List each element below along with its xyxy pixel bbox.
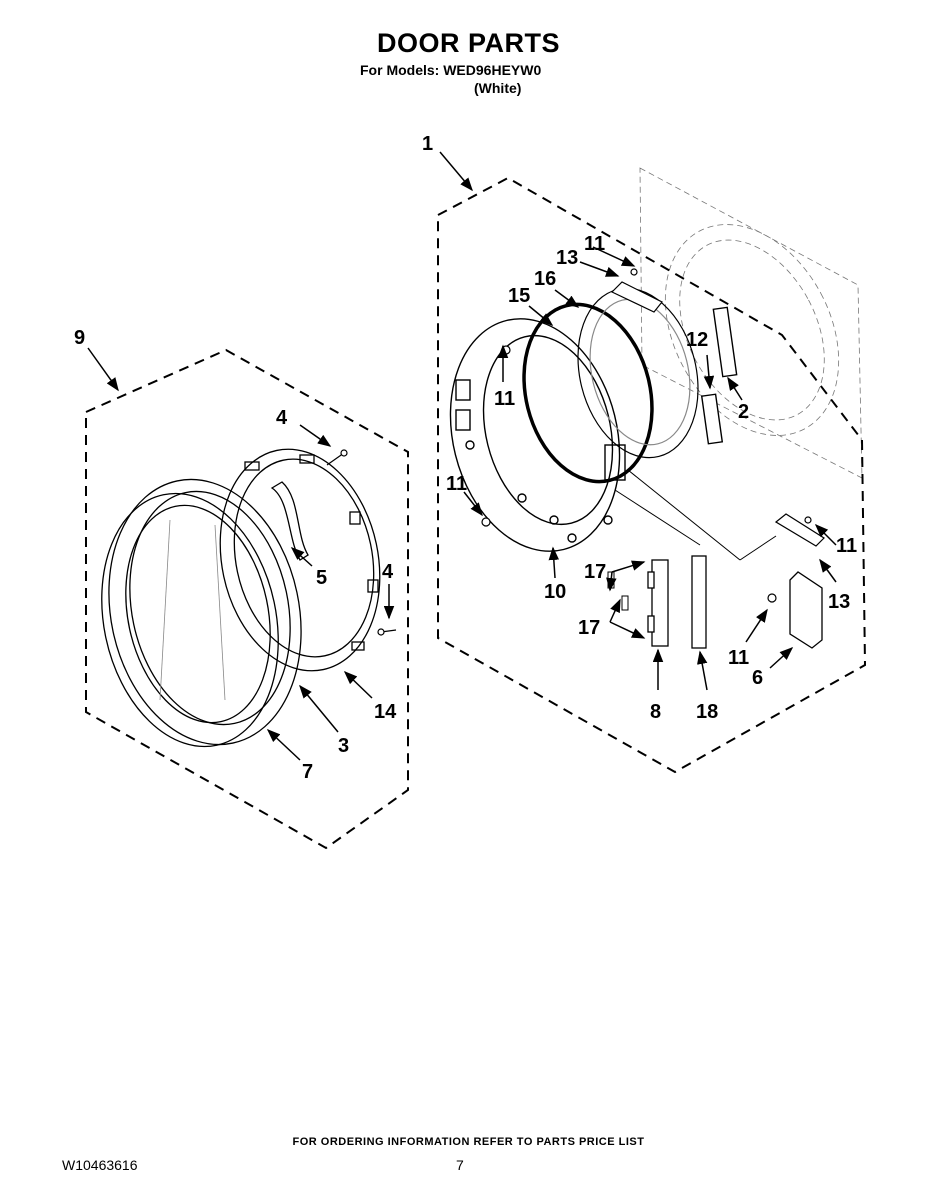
alignment-lines: [614, 469, 777, 561]
callout-3: 3: [338, 735, 349, 757]
hinge-plate-top: [610, 281, 663, 313]
ordering-info: FOR ORDERING INFORMATION REFER TO PARTS …: [292, 1136, 645, 1148]
callout-4-side: 4: [382, 561, 394, 583]
callout-11-left: 11: [446, 473, 467, 495]
hinge-cover: [789, 571, 823, 649]
door-gasket: [522, 302, 654, 484]
callout-4-top: 4: [276, 407, 288, 429]
callout-7: 7: [302, 761, 313, 783]
document-number: W10463616: [62, 1157, 138, 1173]
door-liner: [219, 448, 381, 672]
callout-13-top: 13: [556, 247, 578, 269]
cabinet-outline: [639, 167, 863, 479]
callout-17-bottom: 17: [578, 617, 600, 639]
door-trim-ring: [108, 478, 302, 746]
callout-10: 10: [544, 581, 566, 603]
inner-door-assembly-boundary: [85, 348, 409, 850]
door-hinge: [647, 559, 669, 647]
screw-part-4-side: [377, 628, 397, 636]
models-line: For Models: WED96HEYW0: [360, 62, 542, 78]
callout-16: 16: [534, 268, 556, 290]
callout-15: 15: [508, 285, 530, 307]
callout-11-right: 11: [836, 535, 857, 557]
callout-6: 6: [752, 667, 763, 689]
page-title: DOOR PARTS: [376, 28, 560, 58]
callout-14: 14: [374, 701, 397, 723]
latch-strike: [700, 393, 724, 445]
color-variant: (White): [474, 80, 522, 96]
page-number: 7: [456, 1157, 464, 1173]
door-front-panel: [449, 318, 626, 552]
screws-part-11: [481, 268, 812, 603]
callout-11-top: 11: [584, 233, 605, 255]
callout-17-top: 17: [584, 561, 606, 583]
callout-5: 5: [316, 567, 327, 589]
callout-labels: 1 2 3 4 4 5 6 7 8 9 10 11 11 11 11 11 12…: [74, 133, 857, 783]
callout-8: 8: [650, 701, 661, 723]
door-latch: [712, 306, 738, 378]
hinge-plate-lower: [774, 513, 825, 547]
outer-door-panel: [101, 492, 279, 748]
callout-11-lower: 11: [728, 647, 749, 669]
callout-arrows: [87, 151, 837, 761]
hinge-shim: [691, 555, 707, 649]
outer-door-assembly-boundary: [437, 176, 867, 774]
callout-1: 1: [422, 133, 433, 155]
handle-bracket: [270, 481, 309, 561]
screw-part-4-top: [326, 449, 348, 466]
callout-18: 18: [696, 701, 718, 723]
callout-12: 12: [686, 329, 708, 351]
callout-9: 9: [74, 327, 85, 349]
callout-2: 2: [738, 401, 749, 423]
callout-13-right: 13: [828, 591, 850, 613]
callout-11-panel: 11: [494, 388, 515, 410]
